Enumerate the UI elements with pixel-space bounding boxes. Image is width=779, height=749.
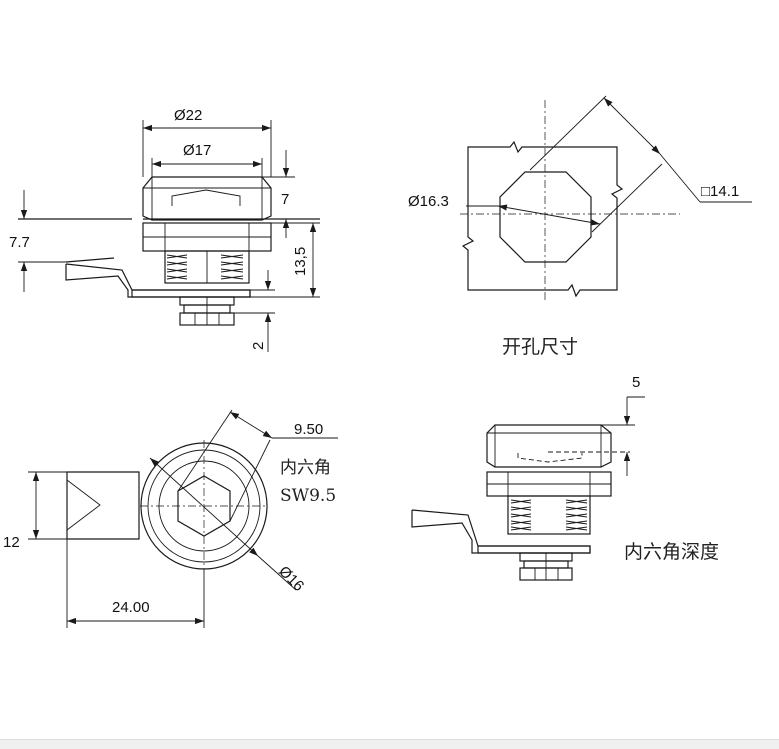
side-view: 5 内六角深度 <box>411 374 719 581</box>
cutout-view: Ø16.3 □14.1 开孔尺寸 <box>408 95 752 358</box>
side-thread-left <box>510 499 532 531</box>
side-thread-right <box>565 499 588 531</box>
dim-inner-dia: Ø17 <box>183 142 211 159</box>
cutout-caption: 开孔尺寸 <box>502 336 578 358</box>
dim-outer-dia: Ø22 <box>174 107 202 124</box>
dim-panel: 7.7 <box>9 234 30 251</box>
top-dim-dia: Ø16 <box>275 563 307 595</box>
top-dim-hex-offset: 9.50 <box>294 421 323 438</box>
footer-bar <box>0 739 779 749</box>
side-caption: 内六角深度 <box>624 541 719 563</box>
front-view: Ø22 Ø17 7 7.7 13,5 2 <box>9 107 320 352</box>
cutout-dim-square: □14.1 <box>701 183 739 200</box>
top-dim-length: 24.00 <box>112 599 150 616</box>
top-dim-height: 12 <box>3 534 20 551</box>
side-dim-depth: 5 <box>632 374 640 391</box>
dim-nut: 2 <box>250 342 267 350</box>
thread-left <box>166 254 188 280</box>
dim-body-height: 13,5 <box>292 247 309 276</box>
hex-label-line2: SW9.5 <box>280 486 336 506</box>
thread-right <box>220 254 244 280</box>
hex-label-line1: 内六角 <box>280 458 331 478</box>
cutout-dim-dia: Ø16.3 <box>408 193 449 210</box>
top-view: 9.50 内六角 SW9.5 Ø16 12 24.00 <box>3 409 338 628</box>
dim-head-height: 7 <box>281 191 289 208</box>
